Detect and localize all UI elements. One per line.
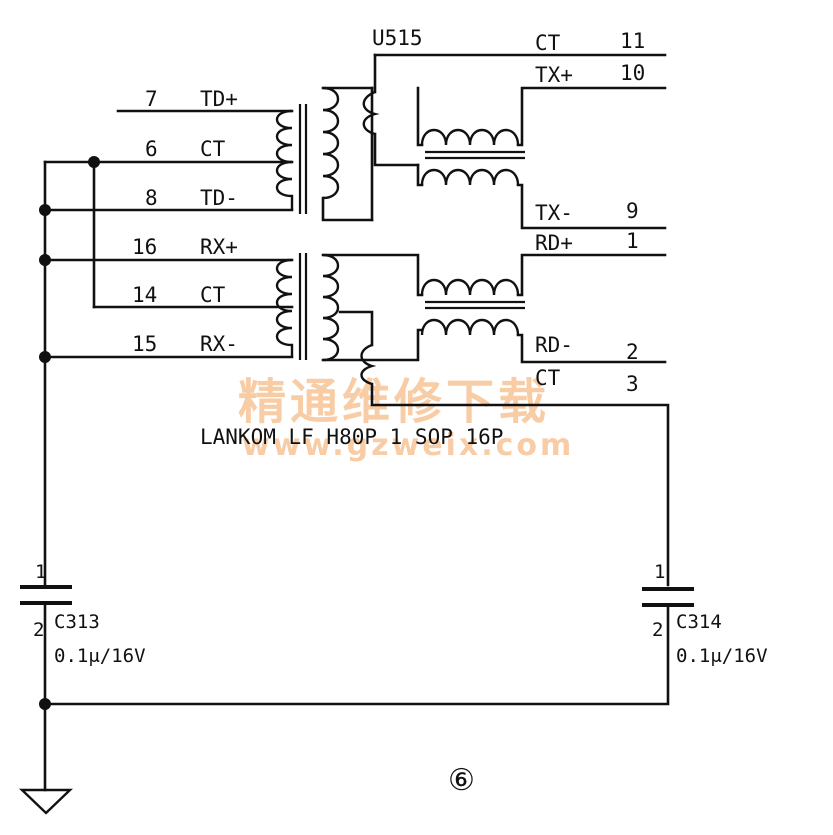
right-pin-number: 9 (626, 199, 639, 223)
c313-pin1-label: 1 (35, 561, 46, 583)
left-pin-name: RX- (200, 332, 238, 356)
left-bus-wires (43, 109, 670, 792)
c313-value-label: 0.1μ/16V (54, 645, 146, 667)
left-pin-number: 14 (132, 283, 157, 307)
right-pin-name: CT (535, 31, 561, 55)
c313-pin2-label: 2 (33, 619, 44, 641)
ground-icon (19, 788, 73, 815)
left-pin-name: RX+ (200, 235, 238, 259)
c313-ref-label: C313 (54, 611, 100, 633)
c314-value-label: 0.1μ/16V (676, 645, 768, 667)
right-pin-name: RD+ (535, 231, 573, 255)
left-pin-name: TD- (200, 186, 238, 210)
capacitor-c313 (20, 585, 72, 605)
c314-ref-label: C314 (676, 611, 722, 633)
left-pin-number: 15 (132, 332, 157, 356)
c314-pin1-label: 1 (654, 561, 665, 583)
right-pin-name: TX+ (535, 63, 573, 87)
right-pin-name: CT (535, 366, 561, 390)
watermark-chinese: 精通维修下载 (238, 374, 550, 430)
left-pin-number: 16 (132, 235, 157, 259)
right-pin-number: 11 (620, 29, 645, 53)
right-pin-number: 3 (626, 372, 639, 396)
right-pin-number: 10 (620, 61, 645, 85)
left-pin-name: CT (200, 283, 226, 307)
lower-transformer (275, 253, 670, 587)
left-pin-number: 7 (145, 87, 158, 111)
right-pin-name: RD- (535, 333, 573, 357)
component-ref-label: U515 (372, 26, 423, 50)
c314-pin2-label: 2 (652, 619, 663, 641)
right-pin-number: 2 (626, 340, 639, 364)
watermark-url: www.gzweix.com (242, 428, 574, 463)
left-pin-name: CT (200, 137, 226, 161)
right-pin-number: 1 (626, 229, 639, 253)
left-pin-name: TD+ (200, 87, 238, 111)
component-part-label: LANKOM LF H80P 1 SOP 16P (200, 425, 503, 449)
left-pin-number: 6 (145, 137, 158, 161)
capacitor-c314 (642, 587, 694, 607)
upper-transformer (275, 53, 667, 230)
junction-dots (39, 156, 100, 710)
left-pin-number: 8 (145, 186, 158, 210)
figure-number: ⑥ (448, 763, 475, 798)
right-pin-name: TX- (535, 201, 573, 225)
